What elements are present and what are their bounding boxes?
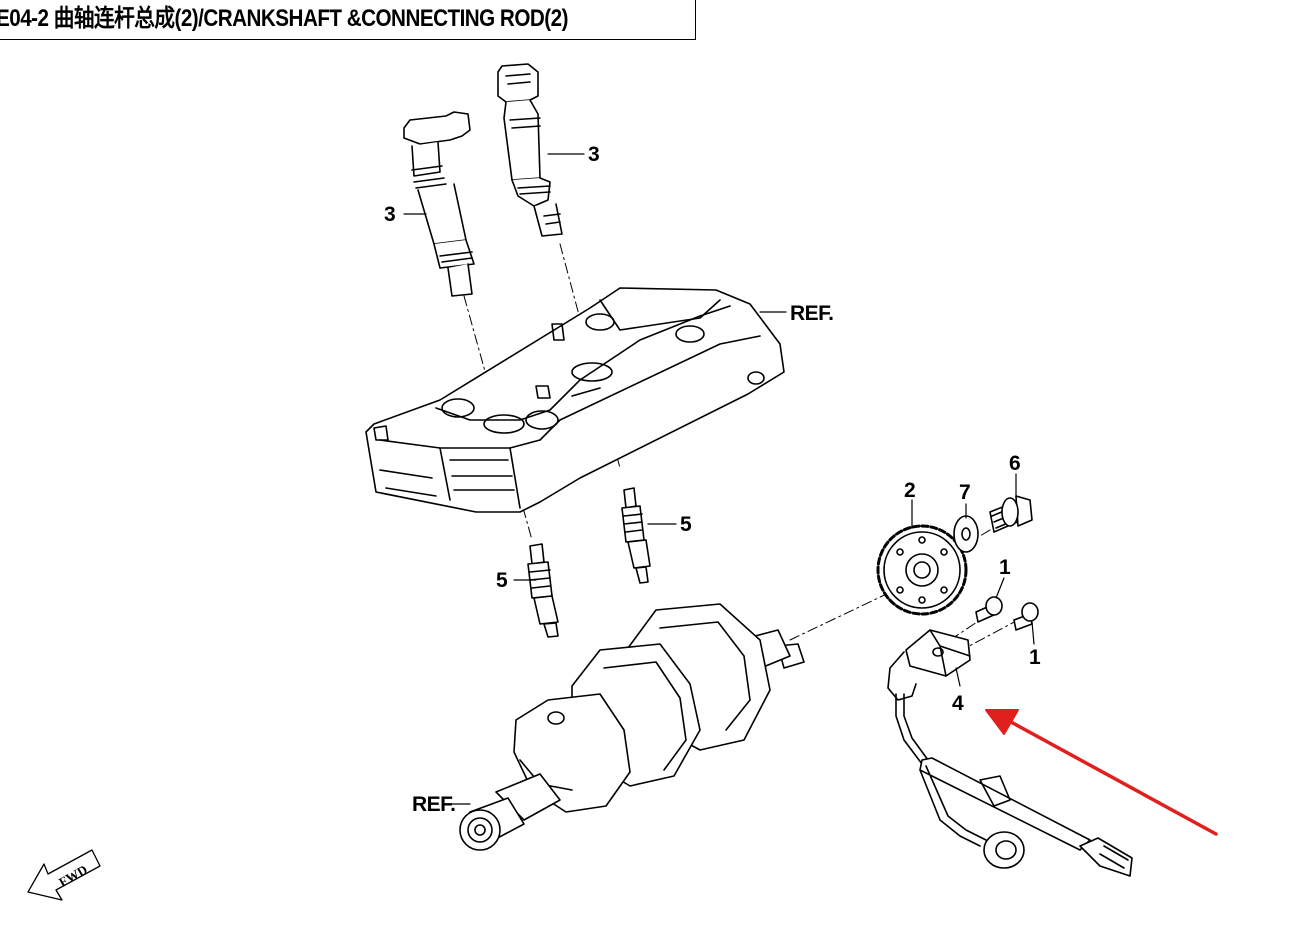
ignition-coil-right <box>497 63 563 237</box>
screw-top <box>975 596 1003 623</box>
spark-plug-right <box>621 487 651 584</box>
callout-labels: 3 3 REF. 5 5 2 7 6 1 1 4 REF. <box>384 143 1041 816</box>
fwd-arrow-icon: FWD <box>27 849 101 901</box>
callout-ref-crank: REF. <box>412 793 456 816</box>
flange-bolt <box>989 495 1033 533</box>
screw-right <box>1013 602 1039 631</box>
crankshaft <box>459 603 805 851</box>
leader-lines <box>403 153 1035 805</box>
callout-bolt: 6 <box>1009 452 1021 475</box>
title-text: E04-2 曲轴连杆总成(2)/CRANKSHAFT &CONNECTING R… <box>0 5 568 32</box>
callout-washer: 7 <box>959 481 971 504</box>
spark-plug-left <box>527 543 559 638</box>
callout-ref-cover: REF. <box>790 302 834 325</box>
callout-coil-right: 3 <box>588 143 600 166</box>
timing-sprocket <box>876 524 968 616</box>
callout-plug-left: 5 <box>496 569 508 592</box>
callout-screw-right: 1 <box>1029 646 1041 669</box>
callout-screw-top: 1 <box>999 556 1011 579</box>
callout-sensor: 4 <box>952 692 964 715</box>
cylinder-head-cover <box>365 287 785 513</box>
callout-coil-left: 3 <box>384 203 396 226</box>
ignition-coil-left <box>403 111 475 297</box>
washer <box>953 515 979 553</box>
crank-position-sensor <box>887 629 1133 877</box>
page-title: E04-2 曲轴连杆总成(2)/CRANKSHAFT &CONNECTING R… <box>0 0 696 40</box>
callout-sprocket: 2 <box>904 479 916 502</box>
callout-plug-right: 5 <box>680 513 692 536</box>
highlight-arrow <box>985 709 1218 836</box>
